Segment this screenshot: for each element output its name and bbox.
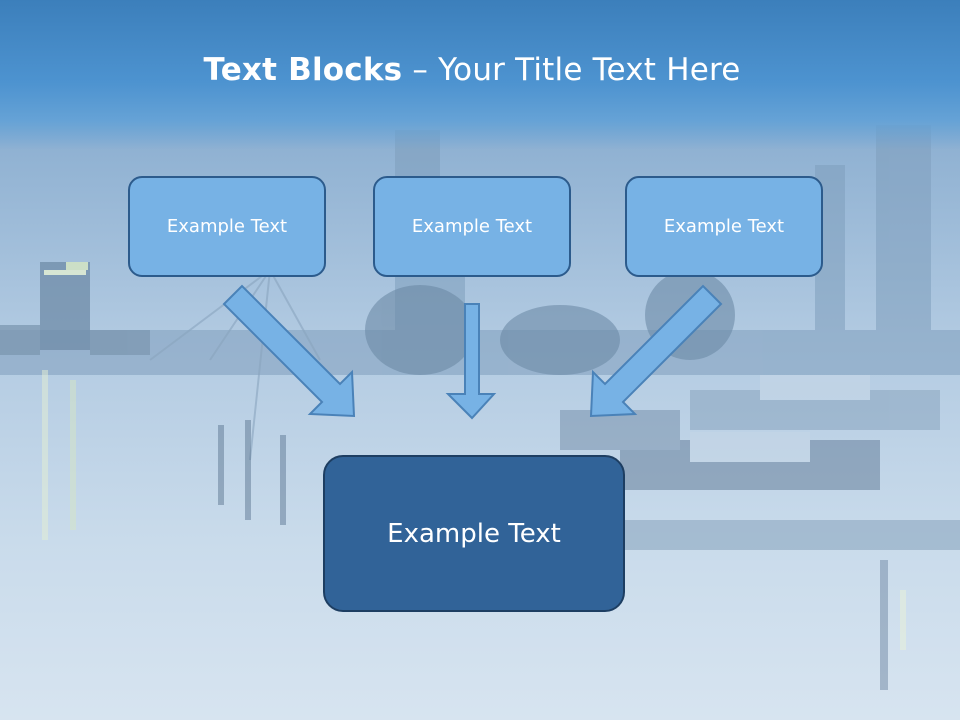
title-bold: Text Blocks	[203, 52, 403, 88]
text-block-1: Example Text	[128, 176, 326, 277]
page-title: Text Blocks – Your Title Text Here	[0, 52, 944, 88]
title-band	[0, 0, 960, 150]
arrow-center-down	[445, 303, 497, 420]
text-block-3: Example Text	[625, 176, 823, 277]
main-text-block: Example Text	[323, 455, 625, 612]
title-rest: – Your Title Text Here	[402, 52, 741, 88]
arrow-left-down-right	[222, 284, 356, 418]
text-block-2: Example Text	[373, 176, 571, 277]
arrow-right-down-left	[589, 284, 723, 418]
